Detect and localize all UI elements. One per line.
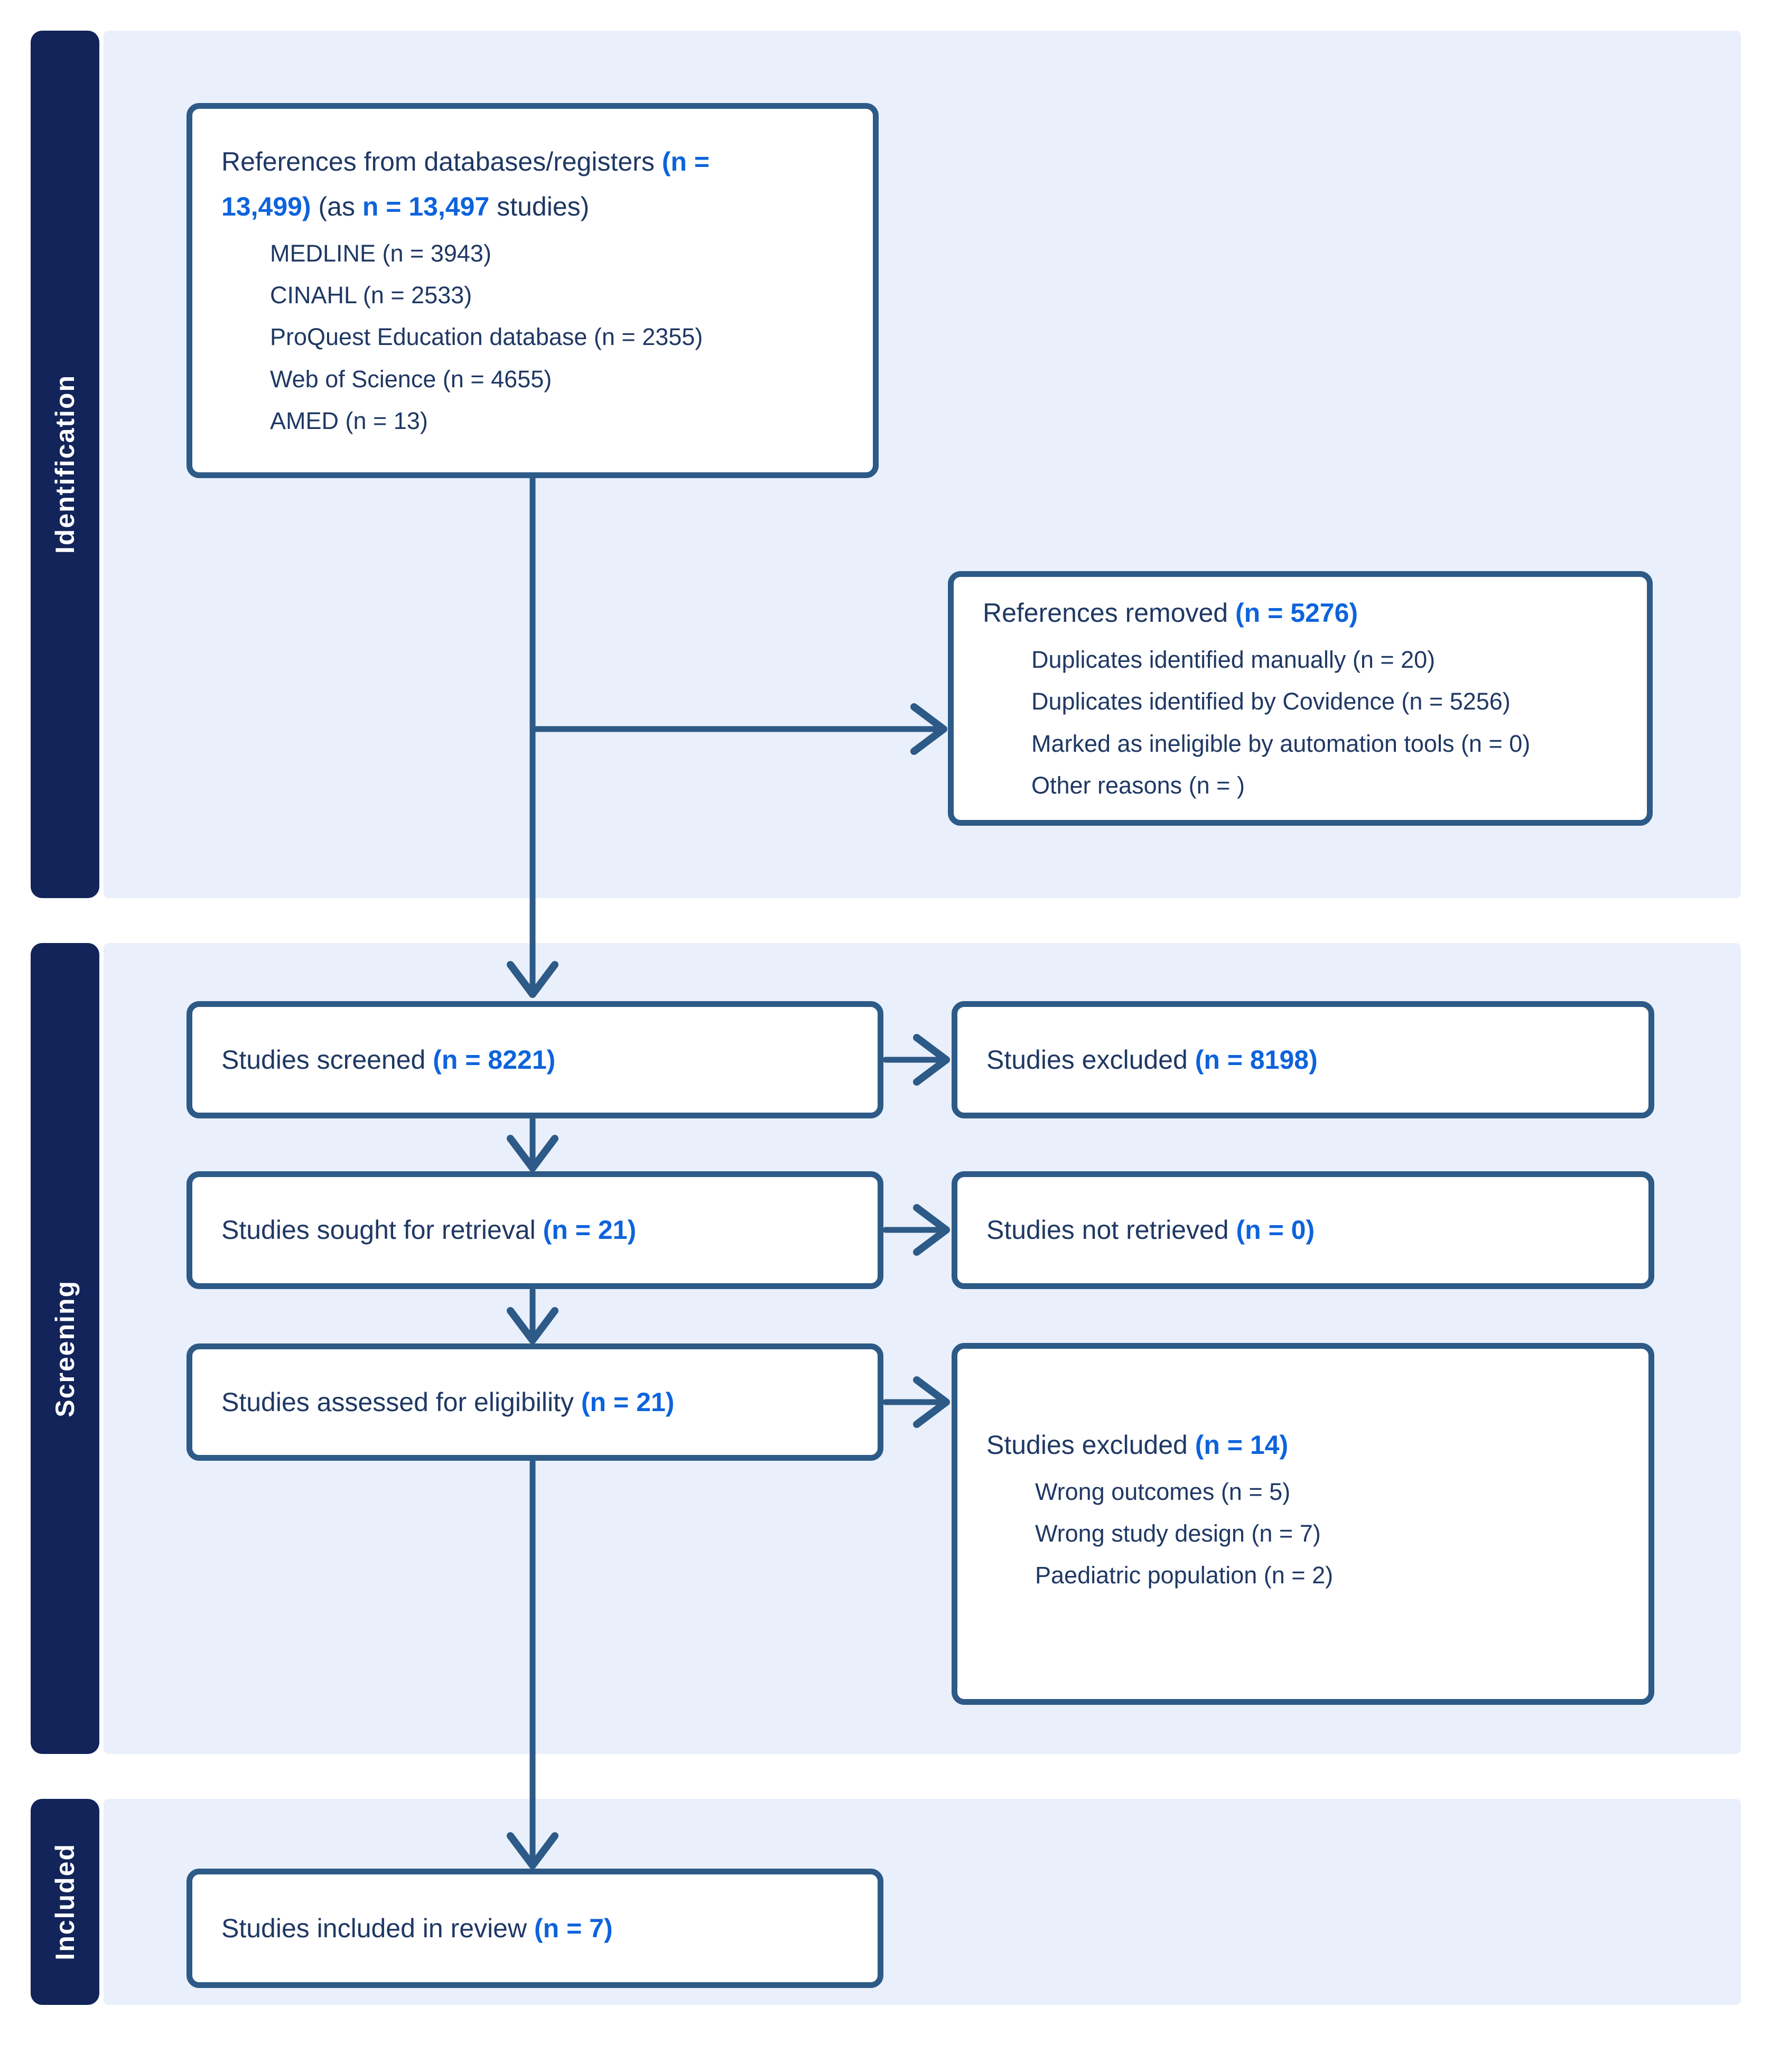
title-segment-blue: (n = 8221) [433, 1044, 556, 1075]
title-segment-blue: (n = 8198) [1195, 1044, 1318, 1075]
title-segment-blue: n = 13,497 [362, 192, 490, 222]
title-segment-dark: Studies not retrieved [986, 1215, 1236, 1245]
down-arrow-icon [507, 1832, 558, 1869]
right-arrow-icon [910, 703, 947, 755]
breakdown-item: Duplicates identified by Covidence (n = … [1031, 688, 1511, 715]
box-title: Studies excluded (n = 14) [986, 1423, 1633, 1468]
title-segment-dark: Studies sought for retrieval [221, 1215, 543, 1245]
box-studies-screened: Studies screened (n = 8221) [187, 1001, 883, 1118]
box-title: Studies sought for retrieval (n = 21) [221, 1208, 862, 1253]
breakdown-item: Duplicates identified manually (n = 20) [1031, 646, 1436, 674]
title-segment-dark: Studies included in review [221, 1913, 534, 1943]
breakdown-item: ProQuest Education database (n = 2355) [270, 323, 703, 351]
title-segment-dark: Studies excluded [986, 1430, 1195, 1460]
box-breakdown-list: MEDLINE (n = 3943) CINAHL (n = 2533) ProQu… [221, 232, 857, 442]
box-title: Studies not retrieved (n = 0) [986, 1208, 1633, 1253]
box-studies-included-in-review: Studies included in review (n = 7) [187, 1869, 883, 1988]
title-segment-dark: References removed [983, 598, 1236, 628]
right-arrow-icon [913, 1204, 950, 1256]
breakdown-item: MEDLINE (n = 3943) [270, 240, 491, 267]
box-studies-excluded-eligibility: Studies excluded (n = 14) Wrong outcomes… [952, 1343, 1654, 1705]
box-title: Studies assessed for eligibility (n = 21… [221, 1380, 862, 1425]
down-arrow-icon [507, 961, 558, 998]
title-segment-blue: (n = 0) [1236, 1215, 1315, 1245]
box-studies-not-retrieved: Studies not retrieved (n = 0) [952, 1171, 1654, 1289]
right-arrow-icon [913, 1034, 950, 1086]
title-segment-blue: (n = 7) [534, 1913, 613, 1943]
box-breakdown-list: Wrong outcomes (n = 5) Wrong study design… [986, 1471, 1633, 1597]
breakdown-item: CINAHL (n = 2533) [270, 282, 472, 309]
title-segment-dark: Studies assessed for eligibility [221, 1387, 581, 1417]
box-title: References removed (n = 5276) [983, 591, 1631, 636]
title-segment-dark: (as [311, 192, 362, 222]
title-segment-dark: References from databases/registers [221, 147, 662, 177]
box-studies-sought-for-retrieval: Studies sought for retrieval (n = 21) [187, 1171, 883, 1289]
box-breakdown-list: Duplicates identified manually (n = 20) D… [983, 639, 1631, 806]
breakdown-item: AMED (n = 13) [270, 407, 428, 434]
down-arrow-icon [507, 1307, 558, 1344]
breakdown-item: Web of Science (n = 4655) [270, 365, 552, 393]
breakdown-item: Wrong study design (n = 7) [1035, 1520, 1321, 1547]
breakdown-item: Paediatric population (n = 2) [1035, 1562, 1334, 1589]
box-studies-excluded-screening: Studies excluded (n = 8198) [952, 1001, 1654, 1118]
title-segment-blue: (n = 5276) [1235, 598, 1358, 628]
title-segment-blue: (n = [662, 147, 710, 177]
box-title: Studies included in review (n = 7) [221, 1906, 862, 1951]
title-segment-blue: (n = 14) [1195, 1430, 1289, 1460]
breakdown-item: Other reasons (n = ) [1031, 771, 1245, 799]
box-references-removed: References removed (n = 5276) Duplicates… [948, 571, 1653, 826]
box-title: Studies excluded (n = 8198) [986, 1038, 1633, 1082]
title-segment-dark: Studies screened [221, 1044, 433, 1075]
box-title: Studies screened (n = 8221) [221, 1038, 862, 1082]
breakdown-item: Wrong outcomes (n = 5) [1035, 1478, 1291, 1505]
title-segment-blue: (n = 21) [581, 1387, 675, 1417]
included-stage-bar: Included [31, 1799, 99, 2005]
title-segment-dark: Studies excluded [986, 1044, 1195, 1075]
title-segment-dark: studies) [489, 192, 590, 222]
breakdown-item: Marked as ineligible by automation tools… [1031, 730, 1531, 757]
box-studies-assessed-for-eligibility: Studies assessed for eligibility (n = 21… [187, 1343, 883, 1461]
screening-stage-bar: Screening [31, 943, 99, 1754]
right-arrow-icon [913, 1376, 950, 1428]
identification-stage-bar: Identification [31, 31, 99, 898]
title-segment-blue: (n = 21) [543, 1215, 637, 1245]
title-segment-blue: 13,499) [221, 192, 311, 222]
box-references-identified: References from databases/registers (n =… [187, 103, 879, 478]
box-title: References from databases/registers (n =… [221, 139, 857, 229]
down-arrow-icon [507, 1135, 558, 1172]
